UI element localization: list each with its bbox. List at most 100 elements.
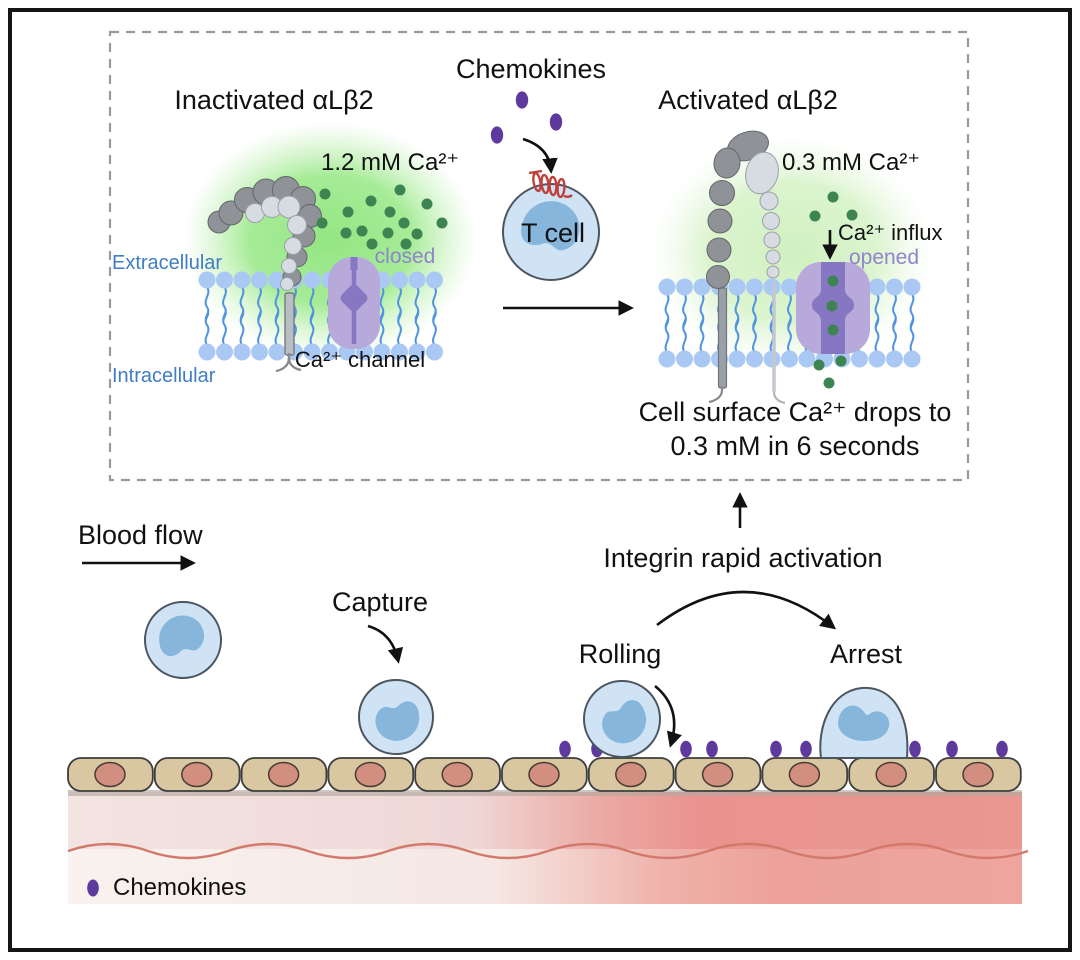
chemokine-particle: [800, 740, 812, 758]
calcium-ion: [340, 227, 352, 239]
calcium-ion: [366, 238, 378, 250]
inactivated-title: Inactivated αLβ2: [174, 85, 374, 115]
calcium-ions-extracellular-left: [316, 184, 448, 250]
calcium-ion: [382, 227, 394, 239]
cell-nucleus: [521, 201, 580, 251]
lipid-tail: [432, 310, 437, 346]
tissue-lower-band: [68, 849, 1022, 904]
calcium-ion: [835, 355, 847, 367]
dashed-panel-border: [108, 30, 970, 482]
calcium-ion: [436, 217, 448, 229]
lipid-tail: [892, 317, 897, 353]
drop-caption-line2: 0.3 mM in 6 seconds: [670, 431, 920, 461]
ca-high-label: 1.2 mM Ca²⁺: [320, 149, 460, 176]
lipid-head: [693, 350, 711, 368]
ca-low-label: 0.3 mM Ca²⁺: [781, 149, 921, 176]
lipid-head: [251, 343, 268, 361]
capture-label: Capture: [331, 587, 429, 617]
calcium-ion: [394, 184, 406, 196]
figure-border: [8, 8, 1072, 952]
lipid-tail: [379, 310, 385, 346]
lipid-tail: [274, 310, 280, 346]
lipid-head: [676, 350, 693, 368]
intracellular-label: Intracellular: [112, 365, 216, 387]
calcium-ion: [342, 206, 354, 218]
lipid-head: [408, 271, 426, 289]
lipid-head: [781, 350, 798, 368]
t-cell-label: T cell: [520, 218, 586, 248]
lipid-head: [303, 343, 321, 361]
lipid-head: [903, 350, 921, 368]
lipid-tail: [874, 317, 880, 353]
lipid-head: [868, 350, 886, 368]
flowing-t-cell: [144, 601, 222, 679]
calcium-ion: [356, 225, 368, 237]
rolling-cells: [144, 601, 661, 758]
chemokine-binding-arrow: [522, 137, 558, 174]
lipid-head: [268, 343, 286, 361]
rolling-arrow: [654, 684, 682, 748]
calcium-ion: [809, 210, 821, 222]
endothelial-nucleus: [875, 761, 907, 788]
t-cell-schematic: [502, 183, 600, 281]
lipid-head: [798, 350, 816, 368]
ca-channel-label: Ca²⁺ channel: [294, 347, 426, 372]
chemokine-particle: [490, 126, 504, 144]
lipid-tail: [257, 310, 262, 346]
lipid-tail: [414, 310, 420, 346]
chemokine-particle: [559, 740, 571, 758]
lipid-tail: [239, 310, 245, 346]
chemokine-particle: [996, 740, 1008, 758]
lipid-head: [233, 271, 251, 289]
calcium-ion: [846, 209, 858, 221]
endothelial-nucleus: [441, 761, 473, 788]
calcium-ion: [411, 228, 423, 240]
lipid-tail: [222, 310, 227, 346]
blood-cells: [502, 183, 600, 281]
lipid-head: [216, 271, 233, 289]
arrested-t-cell: [819, 686, 909, 759]
lipid-head: [391, 343, 408, 361]
calcium-ion: [365, 195, 377, 207]
chemokine-particle: [549, 113, 563, 131]
chemokine-particle: [515, 91, 529, 109]
lipid-tail: [664, 317, 670, 353]
lipid-head: [426, 271, 443, 289]
endothelial-nucleus: [181, 761, 213, 788]
calcium-ion: [827, 191, 839, 203]
lipid-head: [251, 271, 268, 289]
lipid-head: [693, 278, 711, 296]
captured-t-cell: [358, 679, 434, 755]
ca-influx-label: Ca²⁺ influx: [838, 220, 943, 245]
lipid-head: [868, 278, 886, 296]
endothelial-nucleus: [528, 761, 560, 788]
lipid-tail: [309, 310, 315, 346]
calcium-ion: [316, 217, 328, 229]
calcium-ion: [826, 300, 838, 312]
lipid-tail: [204, 310, 210, 346]
lipid-head: [233, 343, 251, 361]
calcium-ion: [384, 206, 396, 218]
capture-arrow: [367, 624, 404, 664]
ca-channel-closed: [328, 257, 380, 349]
lipid-head: [216, 343, 233, 361]
calcium-ion: [823, 377, 835, 389]
lipid-head: [886, 350, 903, 368]
lipid-head: [763, 278, 781, 296]
lipid-head: [728, 278, 746, 296]
chemokines-legend-label: Chemokines: [113, 874, 247, 901]
calcium-ion: [827, 324, 839, 336]
lipid-head: [303, 271, 321, 289]
lipid-tail: [682, 317, 687, 353]
rolling-label: Rolling: [578, 639, 662, 669]
chemokine-particle: [680, 740, 692, 758]
lipid-tail: [734, 317, 740, 353]
basement-membrane: [68, 790, 1022, 796]
integrin-activation-label: Integrin rapid activation: [603, 543, 883, 573]
lipid-head: [426, 343, 443, 361]
integrin-bent: [207, 176, 322, 373]
calcium-ion: [421, 198, 433, 210]
channel-opened-label: opened: [848, 246, 920, 269]
calcium-ions-influx-right: [809, 191, 858, 389]
activated-title: Activated αLβ2: [658, 85, 838, 115]
